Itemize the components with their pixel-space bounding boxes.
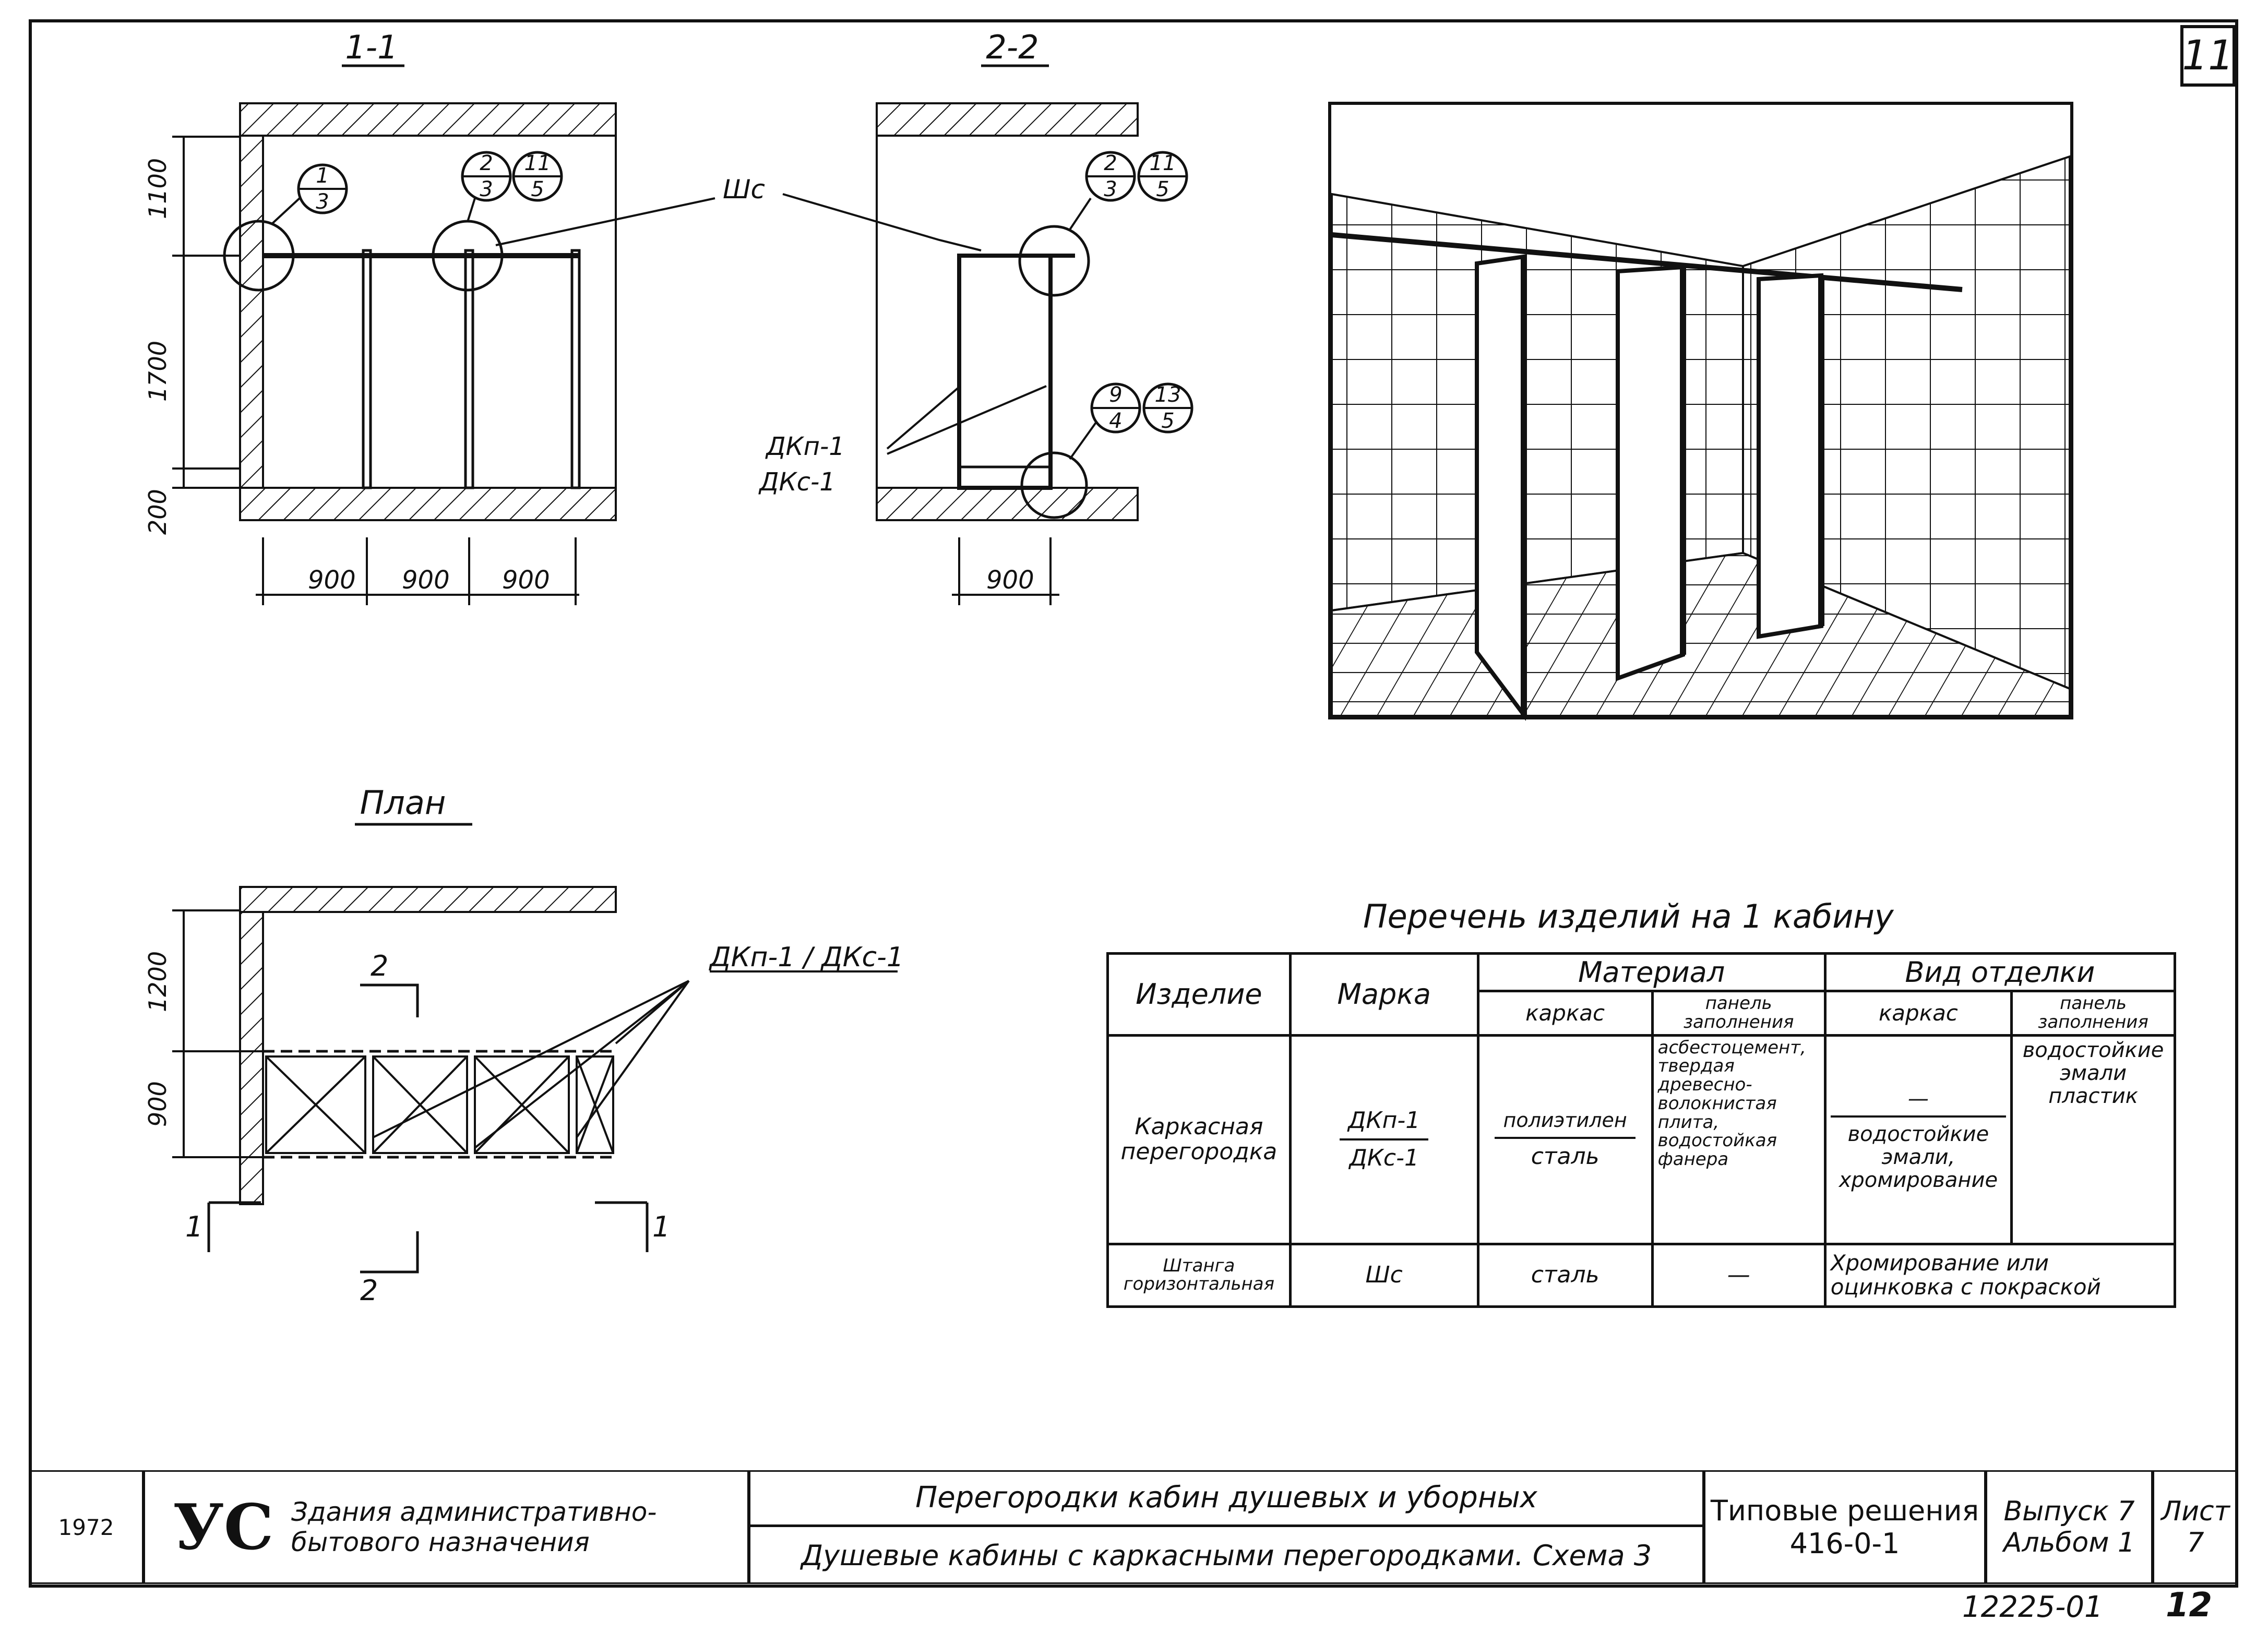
- dim-900-a: 900: [308, 566, 356, 595]
- footer-page: 12: [2166, 1586, 2213, 1625]
- plan-dim-1200: 1200: [144, 951, 172, 1012]
- svg-text:5: 5: [1161, 409, 1174, 433]
- svg-text:2: 2: [1104, 151, 1117, 175]
- table-caption: Перечень изделий на 1 кабину: [1363, 897, 1894, 935]
- callout-13-5: 13 5: [1142, 382, 1193, 434]
- dim-900-d: 900: [986, 566, 1034, 595]
- dim-900-c: 900: [502, 566, 550, 595]
- label-dkp: ДКп-1: [765, 432, 845, 461]
- tb-issue-value: Выпуск 7: [2003, 1496, 2135, 1527]
- perspective-view: [1328, 102, 2073, 721]
- th-material-panel: панель заполнения: [1651, 990, 1827, 1037]
- svg-text:9: 9: [1109, 383, 1122, 407]
- plan-marks-label: ДКп-1 / ДКс-1: [709, 942, 904, 973]
- row1-frame-finish: —водостойкие эмали, хромирование: [1823, 1034, 2013, 1245]
- title-block-frame: [30, 1470, 2237, 1584]
- tb-year: 1972: [30, 1470, 145, 1584]
- section-2-2-title: 2-2: [986, 28, 1038, 66]
- dim-1100: 1100: [144, 158, 172, 219]
- sheet-number-box: 11: [2180, 25, 2236, 87]
- plan-dim-900: 900: [144, 1081, 172, 1127]
- svg-text:1: 1: [316, 164, 329, 188]
- svg-text:2: 2: [480, 151, 493, 175]
- th-material-frame: каркас: [1476, 990, 1654, 1037]
- row2-finish: Хромирование или оцинковка с покраской: [1823, 1242, 2177, 1308]
- callout-1-3: 1 3: [270, 163, 348, 225]
- th-mark: Марка: [1288, 952, 1479, 1037]
- callout-11-5-b: 11 5: [1137, 151, 1188, 202]
- row2-mark: Шс: [1288, 1242, 1479, 1308]
- callout-11-5: 11 5: [512, 151, 563, 202]
- items-table: Изделие Марка Материал Вид отделки карка…: [1106, 952, 2177, 1308]
- row2-frame-material: сталь: [1476, 1242, 1654, 1308]
- title-block: 1972 УС Здания административно-бытового …: [30, 1470, 2237, 1584]
- cut-2-bottom: 2: [360, 1274, 378, 1307]
- dim-1700: 1700: [144, 341, 172, 402]
- plan-view: План 1200 900 2 2 1 1: [144, 784, 904, 1307]
- row2-item: Штанга горизонтальная: [1106, 1242, 1292, 1308]
- callout-2-3: 2 3: [461, 151, 512, 222]
- svg-text:5: 5: [1156, 177, 1169, 201]
- row1-panel-material: асбестоцемент, твердая древесно-волокнис…: [1651, 1034, 1827, 1245]
- section-2-2: 2-2 900 ДКп-1 ДКс-1: [758, 28, 1139, 605]
- tb-series-name: Типовые решения: [1710, 1494, 1979, 1527]
- cut-1-left: 1: [185, 1210, 203, 1243]
- callout-2-3-b: 2 3: [1069, 151, 1136, 231]
- tb-subject: Здания административно-бытового назначен…: [291, 1470, 750, 1584]
- th-item: Изделие: [1106, 952, 1292, 1037]
- sheet-number: 11: [2182, 32, 2234, 79]
- svg-text:3: 3: [1104, 177, 1117, 201]
- tb-sheet-value: 7: [2187, 1527, 2204, 1558]
- label-dkc: ДКс-1: [758, 467, 835, 497]
- tb-album-value: Альбом 1: [2003, 1527, 2135, 1558]
- callout-9-4: 9 4: [1069, 382, 1141, 460]
- svg-text:3: 3: [316, 190, 329, 214]
- svg-text:11: 11: [524, 151, 551, 175]
- dim-900-b: 900: [402, 566, 450, 595]
- th-finish: Вид отделки: [1823, 952, 2177, 993]
- tb-issue: Выпуск 7 Альбом 1: [1987, 1470, 2154, 1584]
- tb-series-code: 416-0-1: [1789, 1527, 1900, 1560]
- svg-text:3: 3: [480, 177, 493, 201]
- wc-leader: Шс: [495, 174, 982, 251]
- dim-200: 200: [144, 489, 172, 535]
- footer-code: 12225-01: [1962, 1590, 2103, 1624]
- row1-panel-finish: водостойкие эмали пластик: [2010, 1034, 2176, 1245]
- th-finish-frame: каркас: [1823, 990, 2013, 1037]
- th-material: Материал: [1476, 952, 1827, 993]
- svg-text:13: 13: [1155, 383, 1181, 407]
- svg-text:11: 11: [1150, 151, 1176, 175]
- tb-title-line1: Перегородки кабин душевых и уборных: [750, 1470, 1705, 1527]
- sheet-border: [29, 19, 2238, 1588]
- th-finish-panel: панель заполнения: [2010, 990, 2176, 1037]
- cut-1-right: 1: [652, 1210, 670, 1243]
- row2-panel-material: —: [1651, 1242, 1827, 1308]
- label-wc: Шс: [723, 174, 765, 205]
- row1-item: Каркасная перегородка: [1106, 1034, 1292, 1245]
- cut-2-top: 2: [371, 950, 388, 982]
- plan-title: План: [360, 784, 446, 822]
- tb-sheet-label: Лист: [2161, 1496, 2230, 1527]
- section-1-1: 1-1 1100 1700 200 900 900: [144, 28, 617, 605]
- tb-sheet: Лист 7: [2154, 1470, 2237, 1584]
- section-1-1-title: 1-1: [345, 28, 398, 66]
- svg-text:4: 4: [1109, 409, 1122, 433]
- tb-series: Типовые решения 416-0-1: [1705, 1470, 1987, 1584]
- tb-logo: УС: [173, 1490, 274, 1564]
- svg-text:5: 5: [531, 177, 544, 201]
- tb-title-line2: Душевые кабины с каркасными перегородкам…: [750, 1527, 1705, 1584]
